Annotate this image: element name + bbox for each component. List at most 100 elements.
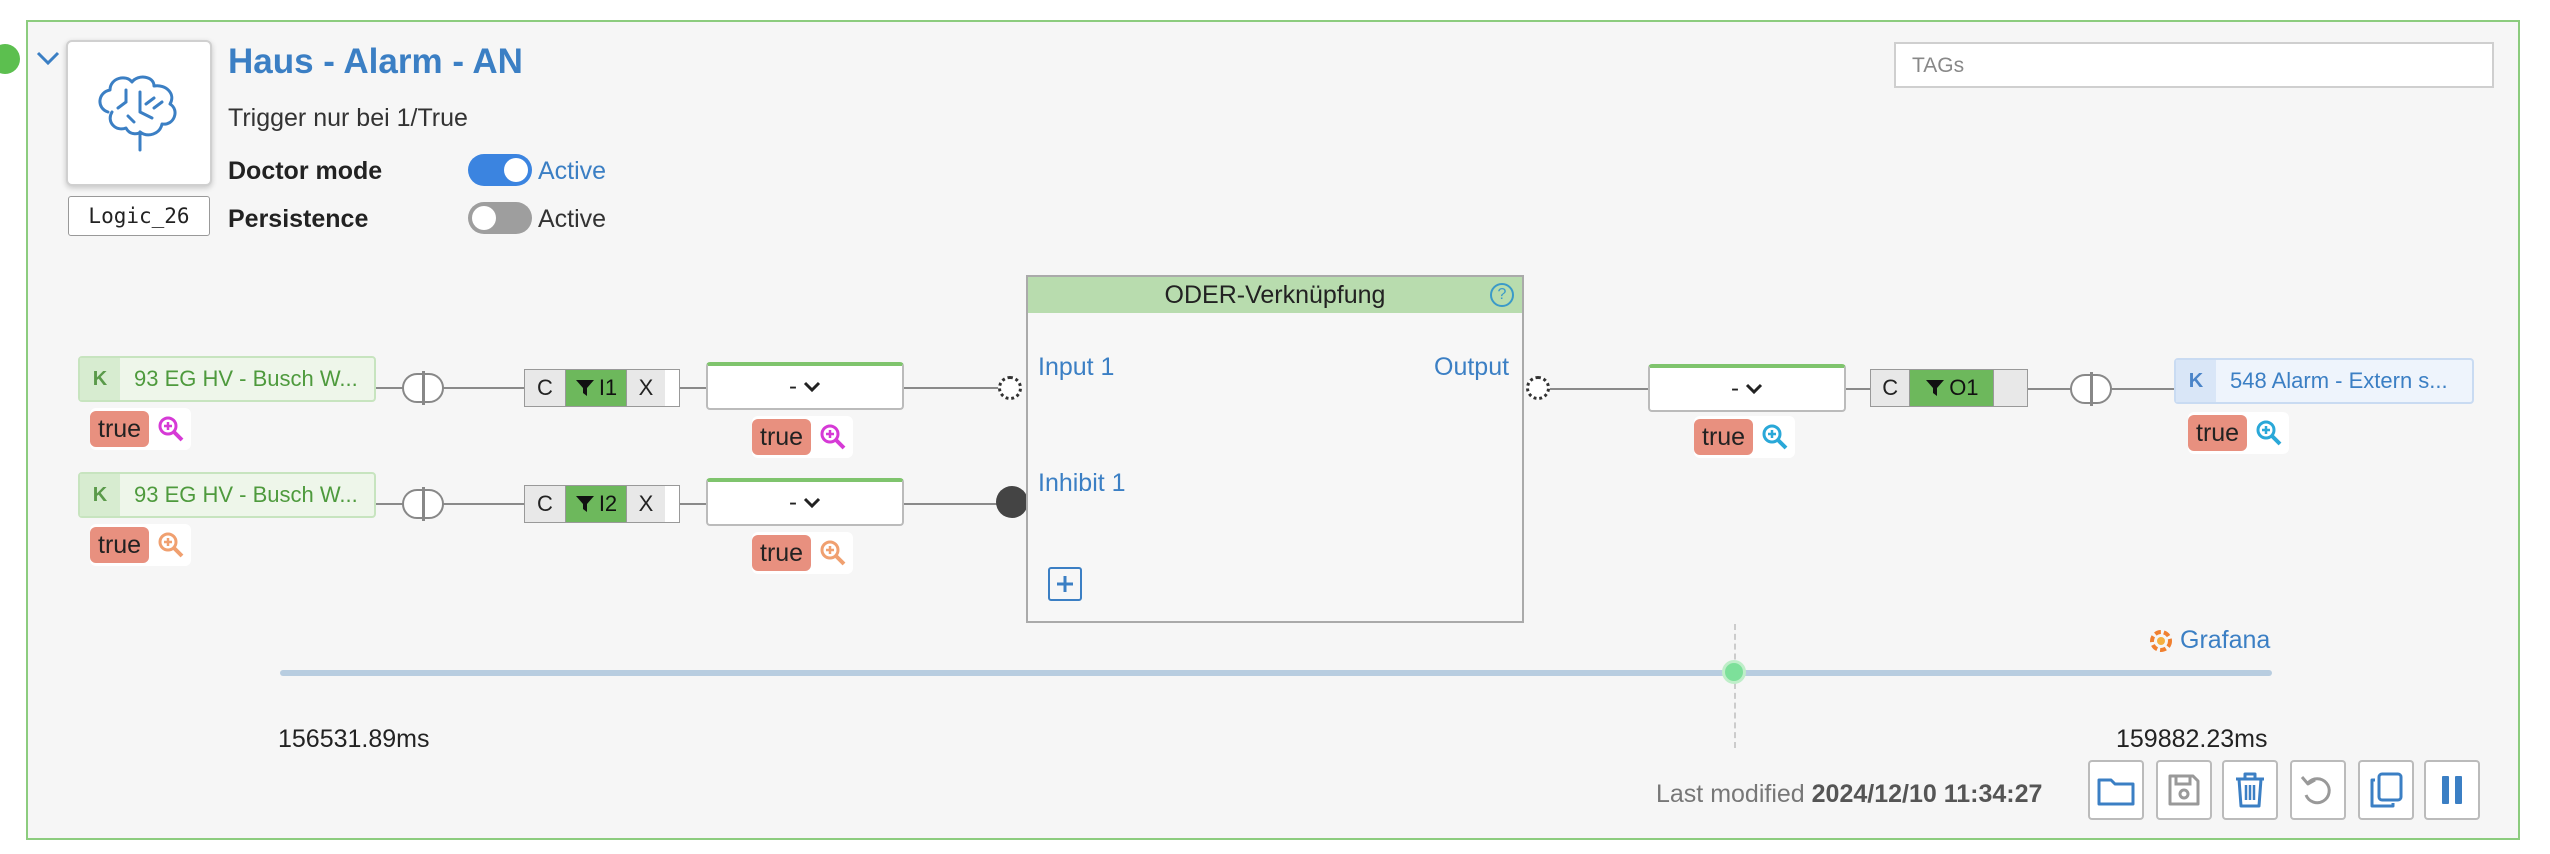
inhibit-1-port[interactable] <box>996 486 1028 518</box>
logic-block[interactable]: ODER-Verknüpfung ? Input 1 Inhibit 1 Out… <box>1026 275 1524 623</box>
logic-id-label: Logic_26 <box>68 196 210 236</box>
knx-input-2[interactable]: K 93 EG HV - Busch W... <box>78 472 376 518</box>
doctor-mode-label: Doctor mode <box>228 157 383 185</box>
output-select[interactable]: - <box>1648 364 1846 412</box>
knx-badge: K <box>80 358 120 400</box>
persistence-label: Persistence <box>228 205 369 233</box>
wire <box>902 387 1014 389</box>
undo-button[interactable] <box>2290 760 2346 820</box>
select-value: - <box>789 373 797 400</box>
undo-icon <box>2300 776 2331 805</box>
zoom-in-icon[interactable] <box>157 415 185 443</box>
doctor-mode-toggle[interactable] <box>468 154 532 186</box>
help-icon[interactable]: ? <box>1490 283 1514 307</box>
input-1-filter-chain[interactable]: C I1 X <box>524 369 680 407</box>
connector-plug-icon[interactable] <box>402 487 444 521</box>
delete-button[interactable] <box>2222 760 2278 820</box>
filter-icon <box>1926 380 1945 396</box>
toggle-knob <box>504 158 528 182</box>
toggle-knob <box>472 206 496 230</box>
knx-output-name: 548 Alarm - Extern s... <box>2230 368 2448 393</box>
remove-button[interactable]: X <box>627 486 665 522</box>
save-icon <box>2168 774 2200 806</box>
knx-badge: K <box>2176 360 2216 402</box>
knx-output[interactable]: K 548 Alarm - Extern s... <box>2174 358 2474 404</box>
input-1-select-value: true <box>752 416 854 458</box>
wire <box>902 503 1014 505</box>
filter-button[interactable]: I1 <box>566 370 627 406</box>
logic-subtitle: Trigger nur bei 1/True <box>228 104 468 132</box>
pause-icon <box>2442 776 2462 804</box>
timeline-end: 159882.23ms <box>2116 725 2268 753</box>
open-button[interactable] <box>2088 760 2144 820</box>
logic-title: Haus - Alarm - AN <box>228 42 523 81</box>
grafana-link[interactable]: Grafana <box>2148 626 2270 655</box>
input-1-port[interactable] <box>998 376 1022 400</box>
last-modified-label: Last modified <box>1656 780 1805 808</box>
chevron-down-icon <box>803 381 821 393</box>
timeline-start: 156531.89ms <box>278 725 430 753</box>
wire <box>660 503 706 505</box>
filter-button[interactable]: O1 <box>1910 370 1995 406</box>
wire <box>1548 388 1648 390</box>
convert-button[interactable]: C <box>1871 370 1911 406</box>
input-1-label: Input 1 <box>1038 353 1115 381</box>
output-value: true <box>2188 412 2290 454</box>
output-label: Output <box>1434 353 1510 381</box>
convert-button[interactable]: C <box>525 486 566 522</box>
zoom-in-icon[interactable] <box>157 531 185 559</box>
zoom-in-icon[interactable] <box>1761 423 1789 451</box>
wire <box>660 387 706 389</box>
copy-icon <box>2370 772 2403 808</box>
grafana-label: Grafana <box>2180 626 2271 654</box>
knx-input-1[interactable]: K 93 EG HV - Busch W... <box>78 356 376 402</box>
value-badge: true <box>2188 415 2248 451</box>
persistence-toggle[interactable] <box>468 202 532 234</box>
duplicate-button[interactable] <box>2358 760 2414 820</box>
input-1-value: true <box>90 408 192 450</box>
wire <box>2028 388 2072 390</box>
output-filter-chain[interactable]: C O1 <box>1870 369 2028 407</box>
value-badge: true <box>90 527 150 563</box>
filter-label: I1 <box>598 375 618 400</box>
connector-plug-icon[interactable] <box>402 371 444 405</box>
plus-icon <box>1057 576 1073 592</box>
output-select-value: true <box>1694 416 1796 458</box>
input-2-select[interactable]: - <box>706 478 904 526</box>
timeline-track[interactable] <box>280 670 2272 676</box>
timeline-marker[interactable] <box>1722 660 1746 684</box>
zoom-in-icon[interactable] <box>819 539 847 567</box>
filter-button[interactable]: I2 <box>566 486 627 522</box>
chevron-down-icon[interactable] <box>34 44 62 72</box>
knx-input-name: 93 EG HV - Busch W... <box>134 482 358 507</box>
select-value: - <box>1731 375 1739 402</box>
block-title: ODER-Verknüpfung <box>1028 277 1522 313</box>
doctor-mode-state: Active <box>538 157 607 185</box>
output-port[interactable] <box>1526 376 1550 400</box>
input-1-select[interactable]: - <box>706 362 904 410</box>
grafana-icon <box>2150 629 2172 652</box>
zoom-in-icon[interactable] <box>819 423 847 451</box>
wire <box>2112 388 2174 390</box>
wire <box>376 503 524 505</box>
input-2-filter-chain[interactable]: C I2 X <box>524 485 680 523</box>
value-badge: true <box>752 419 812 455</box>
last-modified-value: 2024/12/10 11:34:27 <box>1811 780 2043 808</box>
pause-button[interactable] <box>2424 760 2480 820</box>
brain-icon[interactable] <box>66 40 212 186</box>
trash-icon <box>2236 772 2264 808</box>
tags-input[interactable]: TAGs <box>1894 42 2494 88</box>
chevron-down-icon <box>803 497 821 509</box>
filter-label: O1 <box>1949 375 1979 400</box>
timeline-cursor-line <box>1734 624 1736 748</box>
convert-button[interactable]: C <box>525 370 566 406</box>
zoom-in-icon[interactable] <box>2255 419 2283 447</box>
status-dot <box>0 44 20 74</box>
filter-label: I2 <box>598 491 618 516</box>
value-badge: true <box>752 535 812 571</box>
save-button[interactable] <box>2156 760 2212 820</box>
connector-plug-icon[interactable] <box>2070 372 2112 406</box>
add-input-button[interactable] <box>1048 567 1082 601</box>
remove-button[interactable]: X <box>627 370 665 406</box>
knx-badge: K <box>80 474 120 516</box>
